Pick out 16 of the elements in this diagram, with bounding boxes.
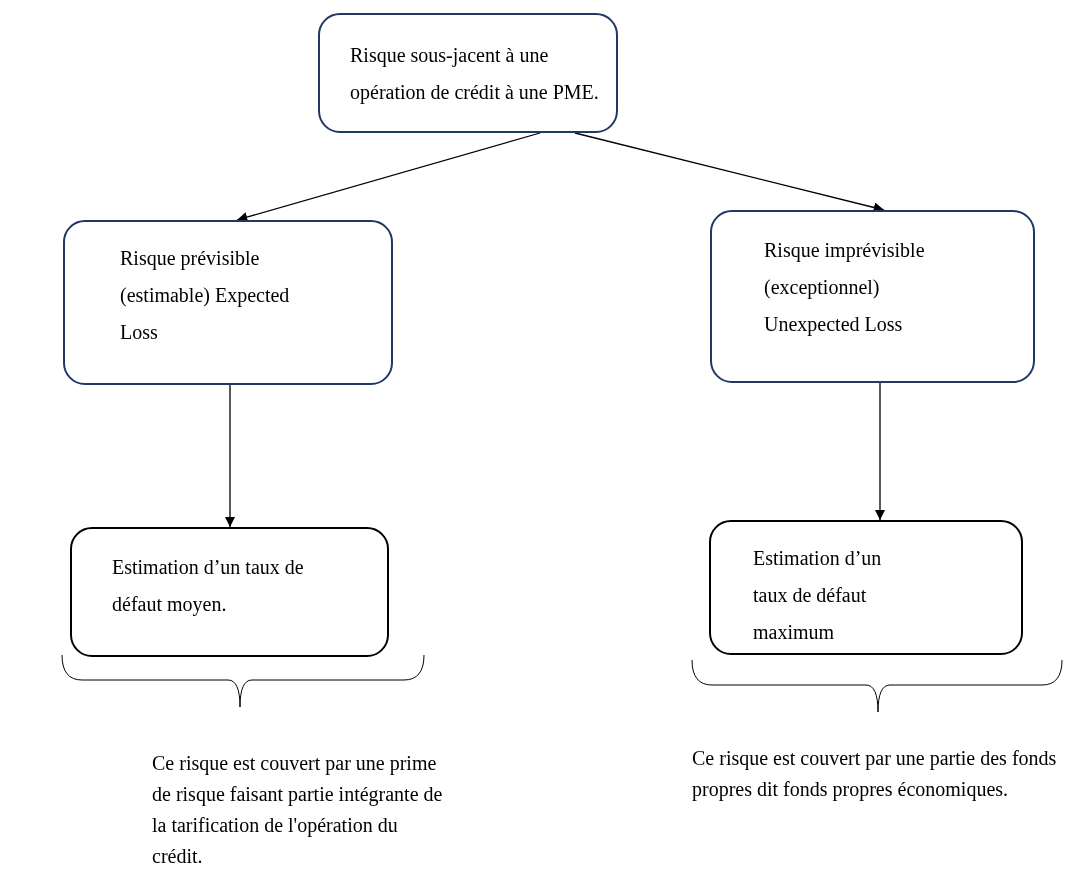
arrow — [236, 132, 541, 223]
arrow — [874, 382, 886, 521]
box-text: Estimation d’un taux de défaut moyen. — [112, 555, 305, 618]
box-text: Risque imprévisible (exceptionnel) Unexpected Loss — [764, 238, 926, 338]
arrow — [224, 384, 236, 528]
process-box — [318, 13, 618, 133]
note-text: Ce risque est couvert par une partie des fonds propres dit fonds propres économiques. — [692, 746, 1058, 803]
box-text: Risque sous-jacent à une opération de crédit à une PME. — [350, 43, 600, 106]
process-box — [709, 520, 1023, 655]
box-text: Estimation d’un taux de défaut maximum — [753, 546, 883, 645]
arrow — [574, 132, 885, 213]
note-text: Ce risque est couvert par une prime de risque faisant partie intégrante de la tarification de l'opération du crédit. — [152, 751, 444, 869]
process-box — [710, 210, 1035, 383]
box-text: Risque prévisible (estimable) Expected Loss — [120, 246, 291, 345]
process-box — [70, 527, 389, 657]
process-box — [63, 220, 393, 385]
